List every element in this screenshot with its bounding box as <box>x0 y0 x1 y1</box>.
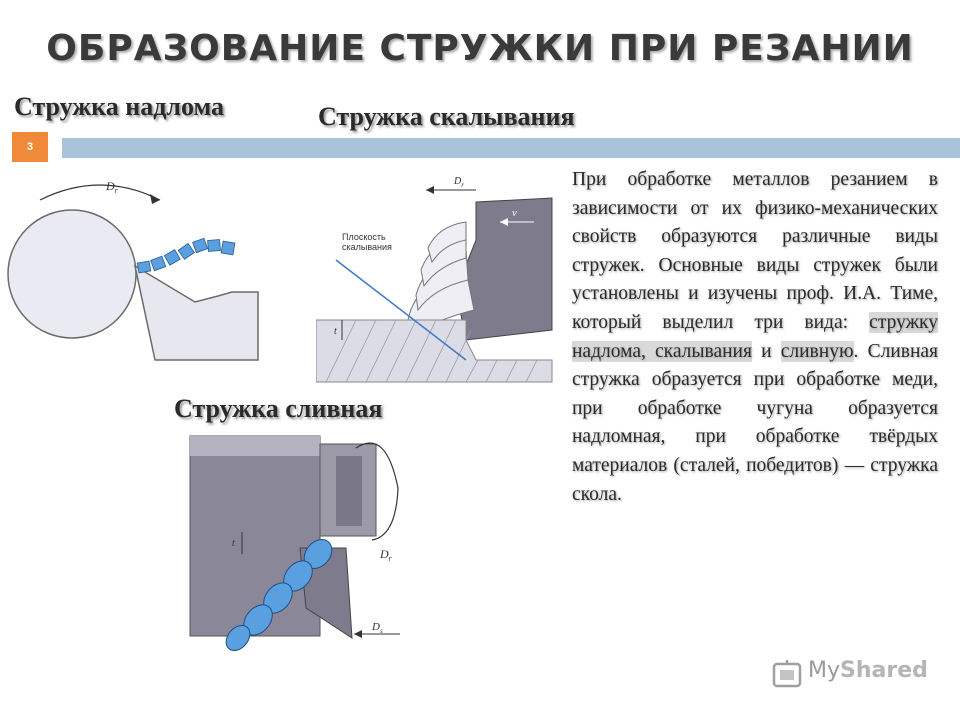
heading-continuous-chip: Стружка сливная <box>174 394 383 423</box>
header-rule-right <box>62 138 960 158</box>
highlight-continuous: сливную <box>780 340 854 362</box>
heading-fracture-chip: Стружка надлома <box>14 92 224 121</box>
shear-plane-line <box>335 259 467 361</box>
continuous-chip-spiral <box>225 539 333 652</box>
workpiece-body <box>189 435 321 637</box>
shear-chip-figure: Dr v Плоскость скалывания t <box>316 176 553 383</box>
logo-text-shared: Shared <box>840 658 928 683</box>
rotation-arrow-icon <box>150 194 160 204</box>
workpiece-step-shade <box>336 456 362 526</box>
workpiece-hatching <box>325 319 538 383</box>
dr-label: Dr <box>379 547 393 563</box>
dr-label: Dr <box>453 176 464 189</box>
shear-chip-layers <box>407 221 475 331</box>
ds-label: Ds <box>371 621 383 635</box>
myshared-logo <box>772 660 802 688</box>
body-text-part-3: . Сливная стружка образуется при обработ… <box>572 340 939 505</box>
shear-plane-label-2: скалывания <box>342 242 392 252</box>
heading-shear-chip: Стружка скалывания <box>318 102 575 131</box>
depth-label: t <box>334 326 337 337</box>
logo-text-my: My <box>808 658 841 683</box>
workpiece-highlight <box>190 436 320 456</box>
workpiece-hatched <box>316 319 553 383</box>
dr-arrow-icon <box>426 186 434 194</box>
body-text-part-1: При обработке металлов резанием в зависи… <box>572 169 938 333</box>
fracture-chip-segments <box>136 237 236 274</box>
logo-text: MyShared <box>808 658 928 683</box>
slide-title: ОБРАЗОВАНИЕ СТРУЖКИ ПРИ РЕЗАНИИ <box>46 28 914 69</box>
velocity-arrow-icon <box>500 218 508 226</box>
cutting-tool <box>133 264 259 361</box>
workpiece-circle <box>7 209 137 339</box>
cutting-tool <box>455 197 553 341</box>
slide-number-badge: 3 <box>12 132 48 162</box>
depth-label: t <box>232 538 235 549</box>
shear-plane-label-1: Плоскость <box>342 232 386 242</box>
continuous-chip-figure: Dr Ds t <box>189 435 400 652</box>
dr-label: Dr <box>105 179 119 195</box>
fracture-chip-figure: Dr <box>7 179 259 361</box>
body-text: При обработке металлов резанием в зависи… <box>572 166 938 509</box>
body-text-part-2: и <box>751 340 781 362</box>
rotation-arc <box>39 184 161 201</box>
ds-arrow-icon <box>354 630 362 638</box>
rotation-arc <box>355 442 399 541</box>
velocity-label: v <box>512 207 517 219</box>
